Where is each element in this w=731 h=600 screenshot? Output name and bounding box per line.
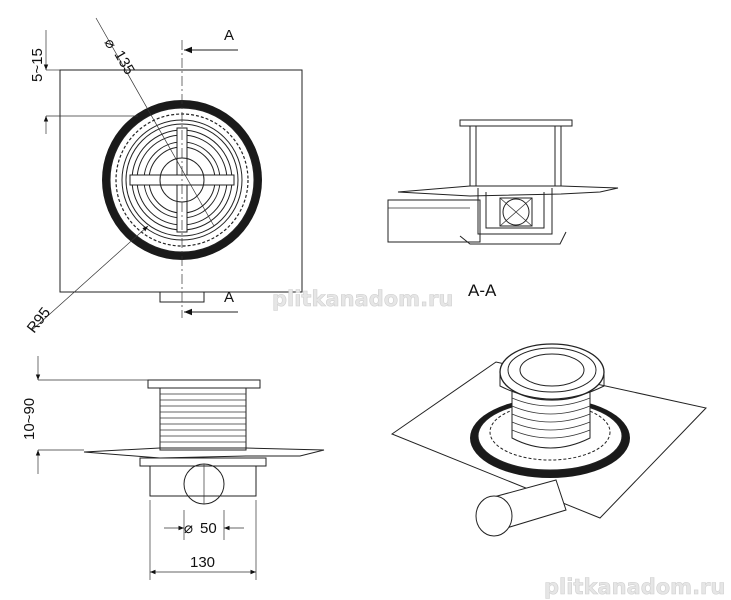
watermark-center: plitkanadom.ru bbox=[272, 287, 453, 311]
dim-10-90-label: 10~90 bbox=[21, 398, 38, 440]
dim-5-15-label: 5~15 bbox=[29, 48, 46, 82]
section-label-bottom: A bbox=[224, 289, 234, 306]
section-view: A-A bbox=[387, 119, 619, 300]
side-body bbox=[149, 466, 257, 497]
dim-130-label: 130 bbox=[190, 554, 215, 571]
plan-view: ⌀ 135 R95 5~15 A A bbox=[24, 17, 303, 336]
dia-50-symbol: ⌀ bbox=[184, 520, 193, 537]
dia-135-label: 135 bbox=[111, 48, 138, 78]
section-outlet-pipe bbox=[387, 199, 481, 243]
dia-135-leader bbox=[95, 17, 215, 227]
dia-135-symbol: ⌀ bbox=[101, 36, 120, 52]
dia-50-label: 50 bbox=[200, 520, 217, 537]
iso-riser bbox=[511, 388, 591, 449]
side-riser bbox=[159, 387, 247, 451]
r95-label: R95 bbox=[24, 304, 54, 336]
r95-leader bbox=[31, 225, 149, 331]
section-title: A-A bbox=[468, 281, 497, 300]
side-view: 10~90 ⌀ 50 130 bbox=[21, 356, 325, 580]
section-odour-trap bbox=[499, 197, 533, 227]
isometric-view bbox=[390, 343, 707, 537]
watermark-corner: plitkanadom.ru bbox=[544, 575, 725, 599]
section-label-top: A bbox=[224, 27, 234, 44]
